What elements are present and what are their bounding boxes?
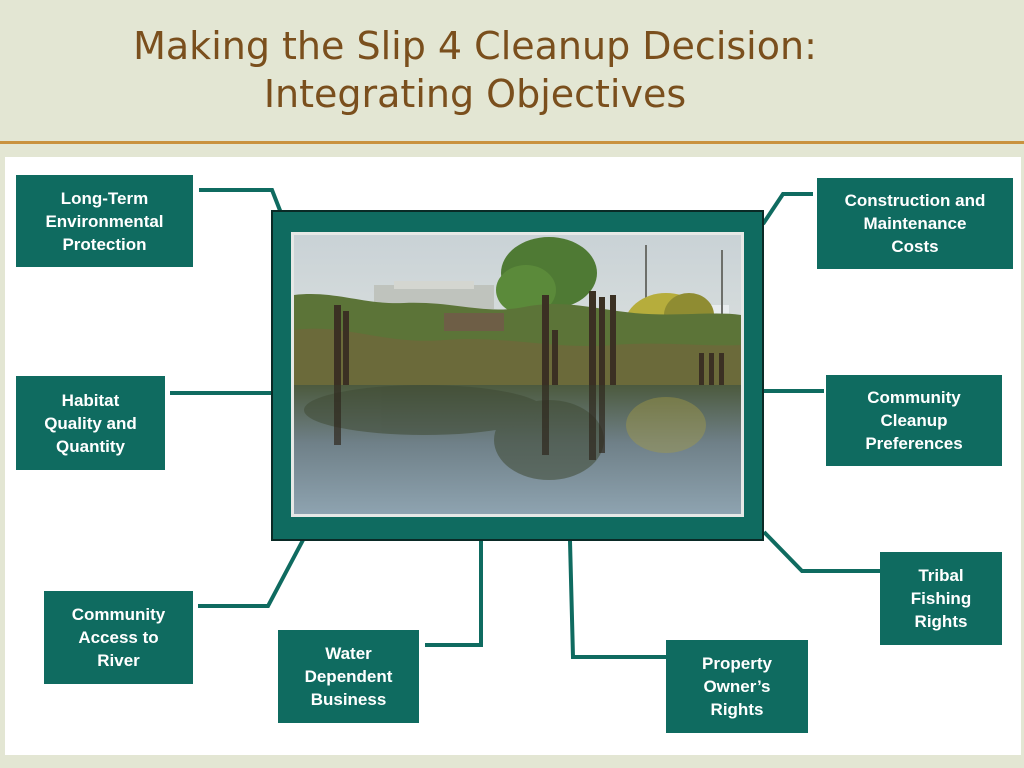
objective-line: Quality and	[44, 412, 137, 435]
objective-long-term-environmental-protection: Long-Term Environmental Protection	[16, 175, 193, 267]
objective-line: River	[72, 649, 166, 672]
objective-property-owners-rights: Property Owner’s Rights	[666, 640, 808, 733]
objective-line: Costs	[845, 235, 986, 258]
objective-line: Rights	[911, 610, 971, 633]
objective-construction-maintenance-costs: Construction and Maintenance Costs	[817, 178, 1013, 269]
objective-tribal-fishing-rights: Tribal Fishing Rights	[880, 552, 1002, 645]
objective-habitat-quality-quantity: Habitat Quality and Quantity	[16, 376, 165, 470]
objective-line: Environmental	[45, 210, 163, 233]
objective-line: Habitat	[44, 389, 137, 412]
objective-line: Construction and	[845, 189, 986, 212]
objective-water-dependent-business: Water Dependent Business	[278, 630, 419, 723]
objective-line: Rights	[702, 698, 772, 721]
objective-line: Fishing	[911, 587, 971, 610]
objective-line: Long-Term	[45, 187, 163, 210]
objective-line: Protection	[45, 233, 163, 256]
objective-line: Community	[865, 386, 962, 409]
connector-tribal	[764, 532, 880, 571]
objective-line: Community	[72, 603, 166, 626]
objective-line: Cleanup	[865, 409, 962, 432]
objective-line: Business	[305, 688, 393, 711]
connector-water-business	[425, 541, 481, 645]
river-slip-photo	[291, 232, 744, 517]
objective-community-access-to-river: Community Access to River	[44, 591, 193, 684]
connector-community-access	[198, 540, 303, 606]
objective-line: Quantity	[44, 435, 137, 458]
objective-line: Property	[702, 652, 772, 675]
objective-line: Access to	[72, 626, 166, 649]
objective-community-cleanup-preferences: Community Cleanup Preferences	[826, 375, 1002, 466]
objective-line: Maintenance	[845, 212, 986, 235]
river-slip-photo-illustration	[294, 235, 741, 514]
connector-environmental	[199, 190, 281, 213]
objective-line: Tribal	[911, 564, 971, 587]
connector-construction	[763, 194, 813, 224]
objective-line: Preferences	[865, 432, 962, 455]
central-photo-frame	[271, 210, 764, 541]
objective-line: Dependent	[305, 665, 393, 688]
objective-line: Owner’s	[702, 675, 772, 698]
connector-property	[570, 541, 666, 657]
objective-line: Water	[305, 642, 393, 665]
